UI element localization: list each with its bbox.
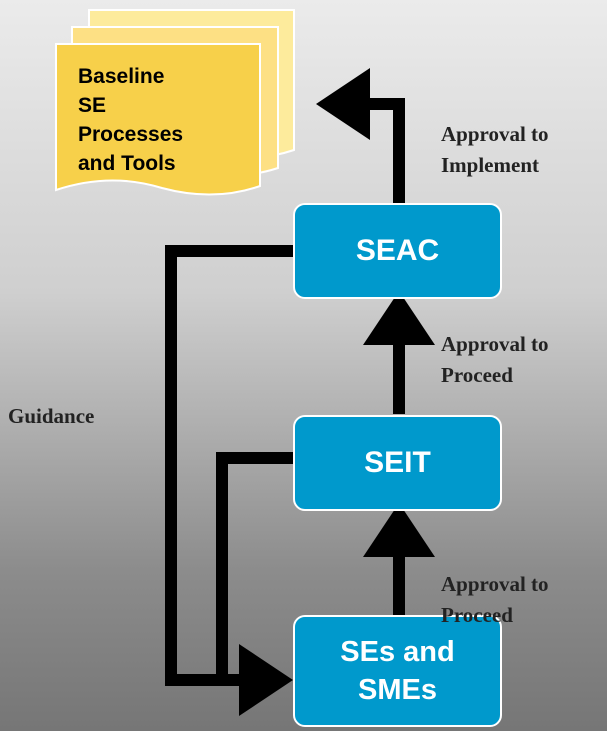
arrow-approval-implement bbox=[316, 68, 405, 205]
label-approval-proceed-lower: Approval to Proceed bbox=[441, 569, 549, 631]
label-guidance: Guidance bbox=[8, 401, 94, 432]
label-line: Approval to bbox=[441, 332, 549, 356]
document-line: Processes bbox=[78, 123, 184, 146]
label-line: Proceed bbox=[441, 603, 513, 627]
seac-label: SEAC bbox=[355, 234, 440, 267]
document-line: and Tools bbox=[78, 152, 176, 175]
ses-label-line: SMEs bbox=[358, 674, 437, 706]
guidance-line-inner bbox=[216, 452, 293, 680]
document-line: SE bbox=[78, 94, 107, 117]
label-line: Approval to bbox=[441, 572, 549, 596]
label-line: Approval to bbox=[441, 122, 549, 146]
label-line: Guidance bbox=[8, 404, 95, 428]
seit-box: SEIT bbox=[293, 415, 502, 511]
ses-smes-box: SEs and SMEs bbox=[293, 615, 502, 727]
document-line: Baseline bbox=[78, 65, 165, 88]
seit-label: SEIT bbox=[364, 446, 431, 479]
label-line: Proceed bbox=[441, 363, 513, 387]
label-approval-implement: Approval to Implement bbox=[441, 119, 549, 181]
document-page-front bbox=[55, 43, 261, 196]
guidance-line-outer bbox=[165, 245, 293, 716]
label-line: Implement bbox=[441, 153, 539, 177]
label-approval-proceed-upper: Approval to Proceed bbox=[441, 329, 549, 391]
document-text: Baseline SE Processes and Tools bbox=[78, 62, 248, 178]
ses-label-line: SEs and bbox=[340, 636, 455, 668]
seac-box: SEAC bbox=[293, 203, 502, 299]
